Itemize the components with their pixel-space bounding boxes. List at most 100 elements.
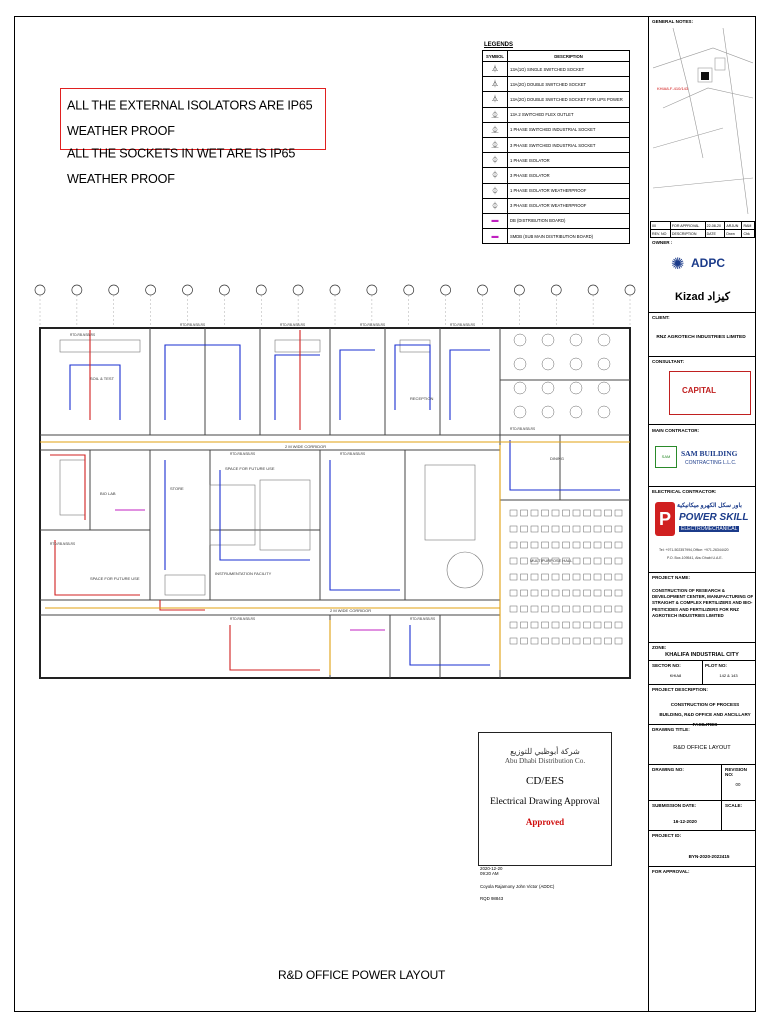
revision-no-value: 00 — [735, 782, 741, 787]
drawing-title-value: R&D OFFICE LAYOUT — [673, 745, 731, 751]
hall-chair — [583, 541, 591, 549]
hall-chair — [509, 557, 518, 565]
svg-text:RTD-RB-NSB-RS: RTD-RB-NSB-RS — [230, 617, 255, 621]
hall-chair — [572, 525, 581, 533]
hall-chair — [551, 589, 560, 597]
grid-bubble — [219, 284, 230, 296]
legend-row: ⏃13A(2G) DOUBLE SWITCHED SOCKET FOR UPS … — [482, 91, 630, 108]
hall-chair — [530, 605, 539, 613]
dining-table — [513, 405, 527, 419]
hall-chair — [604, 589, 612, 597]
key-plan-label: KHIA8-F-410/143 — [657, 86, 689, 91]
svg-text:RTD-RB-NSB-RS: RTD-RB-NSB-RS — [230, 452, 255, 456]
project-id-label: PROJECT ID: — [652, 833, 682, 838]
grid-bubble — [292, 284, 304, 296]
legend-symbol-icon: ⏂ — [482, 106, 508, 123]
hall-chair — [509, 541, 518, 549]
hall-chair — [509, 573, 518, 581]
hall-chair — [604, 509, 612, 517]
legend-row: ⏃13A(1G) SINGLE SWITCHED SOCKET — [482, 60, 630, 78]
legend-row: ▬SMDB (SUB MAIN DISTRIBUTION BOARD) — [482, 228, 630, 245]
hall-chair — [593, 637, 602, 645]
rev-header-chk: Chk — [741, 229, 755, 238]
grid-bubble — [514, 284, 525, 296]
hall-chair — [593, 605, 602, 613]
hall-chair — [604, 637, 612, 645]
svg-text:RTD-RB-NSB-RS: RTD-RB-NSB-RS — [280, 323, 305, 327]
general-notes-label: GENERAL NOTES: — [652, 19, 694, 24]
legend-symbol-icon: ⏀ — [482, 182, 508, 199]
hall-chair — [614, 589, 623, 597]
legend-symbol-icon: ⏃ — [482, 60, 508, 78]
outer-wall — [39, 327, 631, 679]
hall-chair — [520, 557, 528, 565]
hall-chair — [614, 525, 623, 533]
hall-chair — [520, 573, 528, 581]
project-name-label: PROJECT NAME: — [652, 575, 691, 580]
grid-bubble — [366, 284, 378, 296]
hall-chair — [562, 637, 570, 645]
hall-chair — [562, 509, 570, 517]
hall-chair — [583, 557, 591, 565]
hall-chair — [572, 637, 581, 645]
hall-chair — [541, 541, 549, 549]
hall-chair — [604, 557, 612, 565]
hall-chair — [520, 637, 528, 645]
client-label: CLIENT: — [652, 315, 670, 320]
for-approval-label: FOR APPROVAL: — [652, 869, 690, 874]
electrical-contractor-contact-1: Tel: +971-502357994,Office: +971-2634442… — [659, 548, 729, 552]
approval-stamp: شركة أبوظبي للتوزيع Abu Dhabi Distributi… — [478, 732, 612, 866]
electrical-contractor-contact-2: P.O. Box-109541, Abu Dhabi U.A.E. — [667, 556, 723, 560]
legend-description: 1 PHASE ISOLATOR WEATHERPROOF — [507, 182, 630, 199]
rev-no: 00 — [650, 221, 671, 230]
dining-table — [569, 357, 583, 371]
hall-chair — [530, 541, 539, 549]
future-space-label: SPACE FOR FUTURE USE — [90, 576, 140, 581]
consultant-logo: CAPITAL — [682, 386, 717, 395]
sector-label: SECTOR NO: — [652, 663, 681, 668]
hall-chair — [520, 509, 528, 517]
dining-table — [541, 357, 555, 371]
dining-table — [569, 333, 583, 347]
approval-ref: RQD 98843 — [480, 896, 504, 901]
grid-bubble — [329, 284, 341, 296]
rev-by: ARJUN — [724, 221, 743, 230]
svg-text:RTD-RB-NSB-RS: RTD-RB-NSB-RS — [70, 333, 95, 337]
dining-table — [541, 405, 555, 419]
legend-description: 13A(2G) DOUBLE SWITCHED SOCKET FOR UPS P… — [507, 91, 630, 108]
general-notes-box: ALL THE EXTERNAL ISOLATORS ARE IP65 WEAT… — [60, 88, 326, 186]
project-id-value: BYN-2020-2022415 — [688, 854, 730, 859]
hall-chair — [541, 605, 549, 613]
hall-chair — [541, 589, 549, 597]
hall-chair — [583, 525, 591, 533]
owner-logo-kizad: Kizad كيزاد — [675, 291, 730, 303]
submission-date-value: 16-12-2020 — [673, 819, 697, 824]
hall-chair — [583, 509, 591, 517]
title-block: GENERAL NOTES: KHIA8-F-410/143 OWNER : ✺… — [648, 16, 756, 1012]
sam-logo-icon: SAM — [655, 446, 677, 468]
legend-description: 3 PHASE ISOLATOR — [507, 167, 630, 184]
hall-chair — [530, 509, 539, 517]
dining-label: DINING — [550, 456, 564, 461]
grid-bubble — [71, 284, 83, 296]
legend-symbol-icon: ⏃ — [482, 91, 508, 108]
stamp-department: CD/EES — [526, 775, 564, 787]
dining-table — [513, 357, 527, 371]
hall-chair — [614, 573, 623, 581]
hall-chair — [614, 637, 623, 645]
hall-chair — [520, 525, 528, 533]
grid-bubble — [255, 284, 267, 296]
main-contractor-name: SAM BUILDING — [681, 449, 738, 458]
hall-chair — [572, 621, 581, 629]
dining-table — [597, 333, 611, 347]
scale-label: SCALE: — [725, 803, 743, 808]
floor-plan: RTD-RB-NSB-RS RTD-RB-NSB-RS RTD-RB-NSB-RS… — [34, 284, 636, 679]
legend-symbol-icon: ⏂ — [482, 121, 508, 138]
legend-description: 3 PHASE SWITCHED INDUSTRIAL SOCKET — [507, 136, 630, 154]
drawing-sheet — [14, 16, 756, 1012]
hall-chair — [583, 637, 591, 645]
hall-chair — [572, 605, 581, 613]
lab-label-3: SOIL & TEST — [90, 376, 115, 381]
hall-chair — [593, 621, 602, 629]
hall-chair — [614, 541, 623, 549]
